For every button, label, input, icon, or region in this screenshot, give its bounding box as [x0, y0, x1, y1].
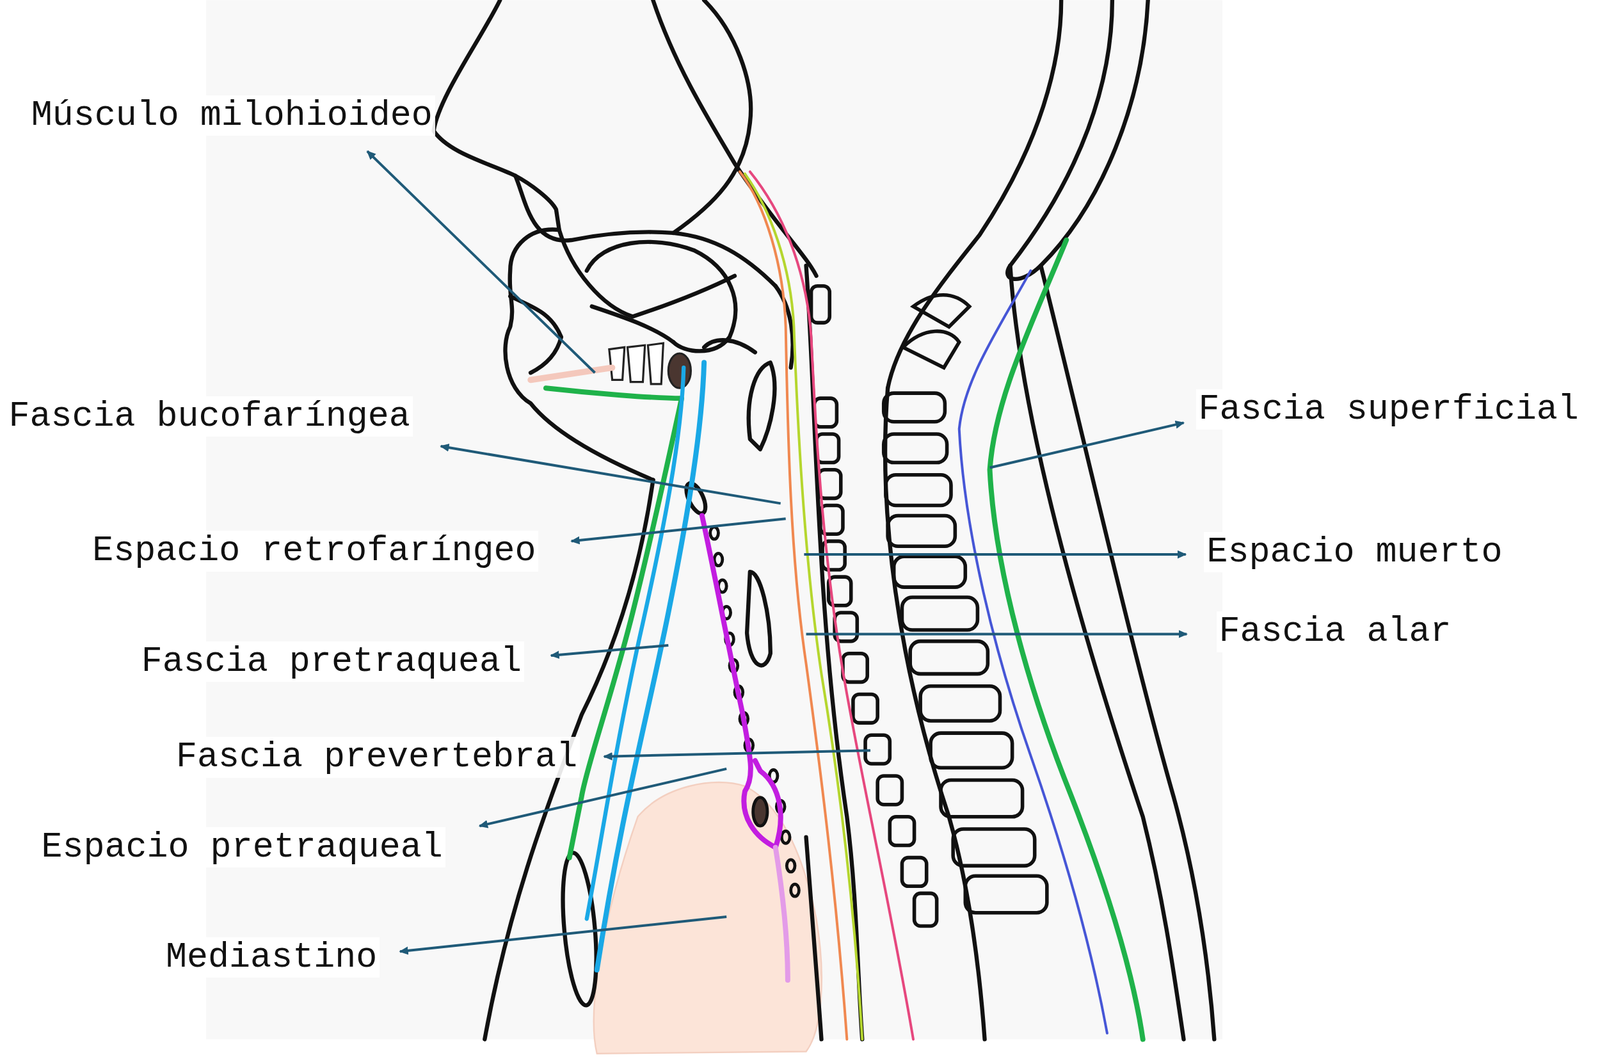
part-label: Espacio retrofaríngeo	[89, 530, 539, 571]
fascia-lines	[530, 171, 1144, 1039]
part-label: Fascia pretraqueal	[138, 641, 525, 682]
part-label: Fascia alar	[1216, 611, 1455, 652]
part-label: Espacio muerto	[1203, 531, 1505, 573]
part-label: Mediastino	[163, 936, 380, 978]
part-label: Músculo milohioideo	[28, 95, 436, 136]
spinous-processes	[883, 295, 1048, 913]
part-label: Espacio pretraqueal	[39, 826, 446, 868]
part-label: Fascia bucofaríngea	[6, 396, 413, 437]
anatomy-outlines	[433, 0, 1215, 1039]
part-label: Fascia superficial	[1196, 389, 1582, 430]
part-label: Fascia prevertebral	[173, 736, 580, 777]
tracheal-rings	[710, 526, 800, 896]
teeth	[609, 343, 692, 388]
